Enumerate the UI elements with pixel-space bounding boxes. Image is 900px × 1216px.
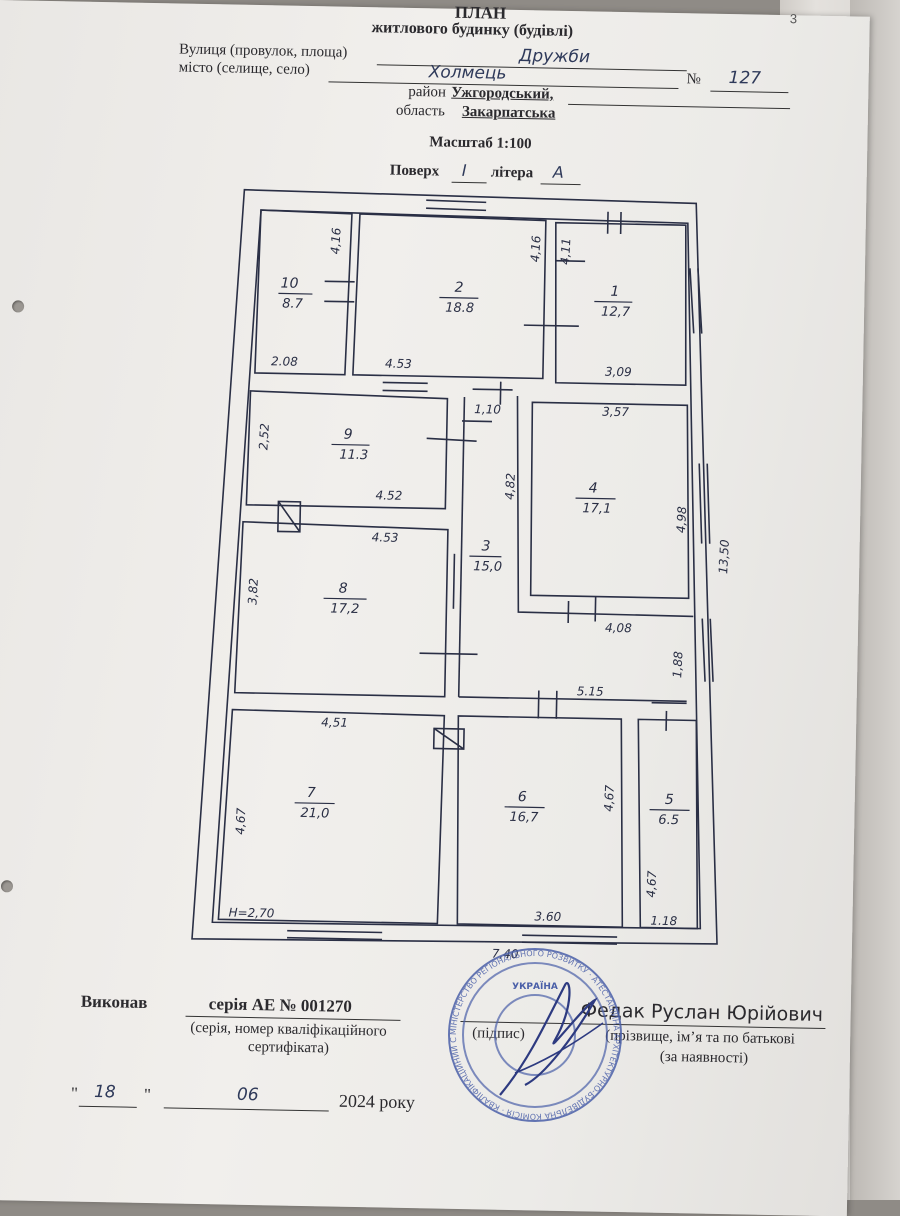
document-sheet: 3 ПЛАН житлового будинку (будівлі) Вулиц… [0,0,870,1216]
svg-text:МІНІСТЕРСТВО РЕГІОНАЛЬНОГО РОЗ: МІНІСТЕРСТВО РЕГІОНАЛЬНОГО РОЗВИТКУ · АТ… [445,945,621,1121]
dimension: 4.52 [375,488,402,503]
corridor-wall [458,696,687,703]
room-number: 5 [665,792,674,808]
dimension: 4,11 [558,238,573,265]
certificate-number: серія АЕ № 001270 [208,994,353,1016]
dimension: 3,82 [245,578,260,605]
official-seal: МІНІСТЕРСТВО РЕГІОНАЛЬНОГО РОЗВИТКУ · АТ… [445,945,622,1122]
outer-wall-outer [191,188,718,945]
day-underline [78,1105,137,1108]
date-day: 18 [93,1082,116,1103]
room-number: 2 [454,280,463,296]
room-5-outline [637,718,699,930]
svg-text:УКРАЇНА: УКРАЇНА [512,981,558,992]
window [698,463,711,544]
corridor-wall [516,396,694,618]
room-1-outline [554,221,687,387]
dimension: H=2,70 [228,906,274,921]
room-number: 6 [518,789,527,805]
room-number: 1 [610,284,619,300]
room-area: 16,7 [509,810,539,826]
room-number: 10 [280,275,298,291]
certificate-caption: сертифіката) [247,1038,330,1057]
room-area: 21,0 [300,806,329,822]
room-number: 9 [344,427,353,443]
dimension: 4,67 [602,784,617,812]
window [382,381,428,393]
stove-diagonal [433,727,465,750]
date-year: 2024 року [338,1090,416,1113]
certificate-caption: (серія, номер кваліфікаційного [190,1019,387,1040]
name-caption: (прізвище, ім’я та по батькові [605,1027,796,1048]
floor-plan: 10 8.7 2 18.8 1 12,7 9 11.3 3 15,0 4 17,… [191,188,732,961]
dimension: 13,50 [716,539,732,574]
dimension: 4,08 [605,621,632,636]
window [701,618,714,682]
room-10-outline [254,209,353,376]
dimension: 2,52 [256,423,271,450]
dimension: 4.53 [372,530,399,545]
room-area: 11.3 [339,448,368,464]
window [426,199,487,212]
dimension: 3.60 [534,909,561,924]
stove-diagonal [277,500,301,533]
month-underline [163,1107,329,1112]
dimension: 4,16 [528,235,543,263]
dimension: 5.15 [577,684,604,699]
room-7-outline [217,708,446,925]
room-area: 17,1 [582,501,611,517]
corridor-wall [457,396,466,697]
room-area: 17,2 [330,601,359,617]
dimension: 4,82 [503,473,518,500]
room-area: 8.7 [282,296,304,311]
room-area: 15,0 [473,559,502,575]
room-number: 7 [307,785,316,801]
dimension: 4,98 [674,506,689,534]
room-8-outline [233,520,449,698]
dimension: 3,09 [605,365,632,380]
room-area: 6.5 [658,813,679,828]
dimension: 1.18 [650,914,677,929]
door-marks [324,211,622,327]
room-number: 4 [589,480,598,496]
door-marks [426,381,597,624]
date-quote-open: " [70,1083,79,1103]
dimension: 4.53 [385,356,412,371]
dimension: 1,10 [474,402,501,417]
dimension: 2.08 [271,354,298,369]
date-quote-close: " [143,1084,152,1105]
window [521,934,618,945]
outer-wall-inner [211,209,702,930]
room-9-outline [245,390,449,510]
dimension: 4,67 [644,870,659,898]
performer-label: Виконав [80,991,148,1013]
dimension: 4,51 [321,715,348,730]
dimension: 3,57 [602,405,629,420]
dimension: 4,16 [328,227,343,255]
window [287,929,383,941]
room-area: 18.8 [445,301,474,317]
room-area: 12,7 [601,305,631,321]
date-month: 06 [236,1084,259,1106]
room-number: 8 [339,581,348,597]
stove [277,500,302,533]
dimension: 4,67 [233,807,248,835]
room-4-outline [529,401,690,600]
dimension: 1,88 [670,651,685,679]
room-2-outline [352,213,547,380]
name-caption: (за наявності) [659,1048,749,1067]
room-number: 3 [481,538,490,554]
stove [432,727,465,750]
door-marks [419,553,687,731]
room-6-outline [456,715,624,928]
window [689,268,703,334]
